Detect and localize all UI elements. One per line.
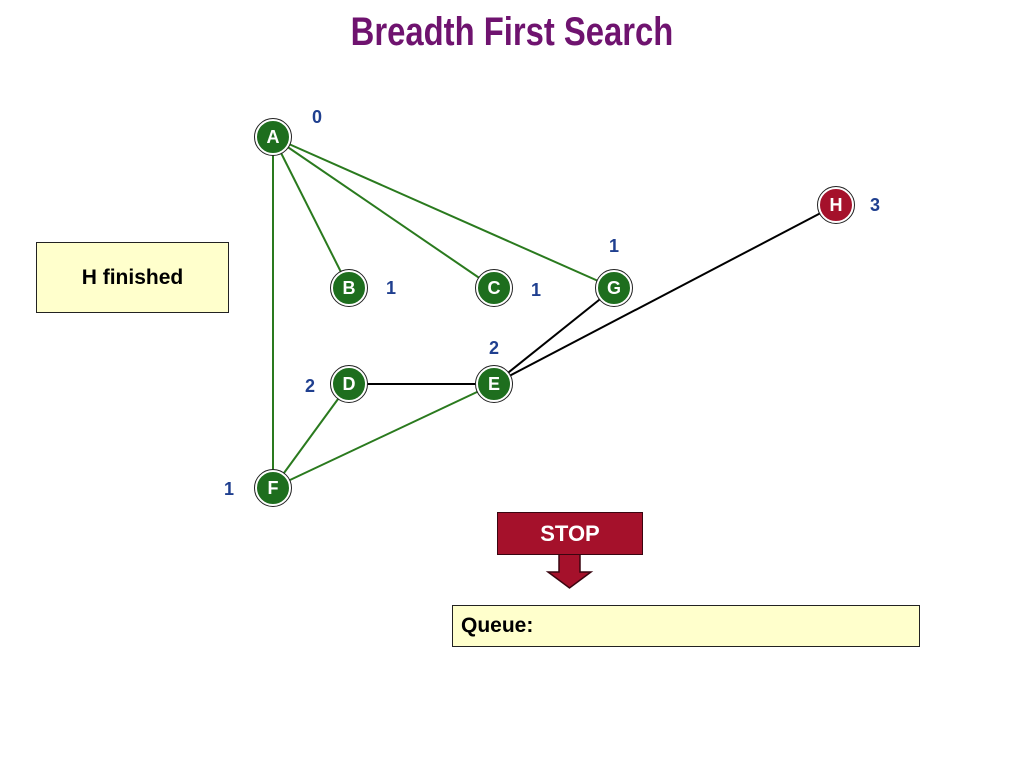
- stop-box: STOP: [497, 512, 643, 555]
- distance-label-e: 2: [489, 338, 499, 358]
- node-label: C: [488, 278, 501, 298]
- node-circle: [818, 187, 854, 223]
- nodes-layer: A B C G H D E F: [254, 118, 855, 507]
- edge-f-e: [272, 383, 495, 489]
- edges-layer: [272, 136, 837, 489]
- node-h: H: [817, 186, 855, 224]
- node-circle: [596, 270, 632, 306]
- edge-a-b: [272, 136, 350, 289]
- node-outline: [595, 269, 633, 307]
- edge-f-d: [272, 383, 350, 489]
- page-title: Breadth First Search: [350, 10, 674, 54]
- distance-label-b: 1: [386, 278, 396, 298]
- node-g: G: [595, 269, 633, 307]
- node-c: C: [475, 269, 513, 307]
- node-outline: [817, 186, 855, 224]
- queue-box: Queue:: [452, 605, 920, 647]
- node-label: F: [268, 478, 279, 498]
- edge-g-e: [493, 287, 615, 385]
- down-arrow-icon: [545, 552, 594, 589]
- node-circle: [331, 366, 367, 402]
- node-circle: [255, 470, 291, 506]
- node-label: H: [830, 195, 843, 215]
- edge-e-h: [493, 204, 837, 385]
- node-label: D: [343, 374, 356, 394]
- node-f: F: [254, 469, 292, 507]
- node-label: G: [607, 278, 621, 298]
- edge-a-g: [272, 136, 615, 289]
- distance-label-c: 1: [531, 280, 541, 300]
- node-a: A: [254, 118, 292, 156]
- node-e: E: [475, 365, 513, 403]
- edge-a-c: [272, 136, 495, 289]
- node-b: B: [330, 269, 368, 307]
- distance-labels-layer: 0 1 1 1 3 2 2 1: [224, 107, 880, 499]
- status-box: H finished: [36, 242, 229, 313]
- node-label: A: [267, 127, 280, 147]
- node-outline: [254, 118, 292, 156]
- node-circle: [331, 270, 367, 306]
- stop-label: STOP: [540, 520, 600, 546]
- node-outline: [475, 365, 513, 403]
- node-outline: [330, 365, 368, 403]
- node-outline: [254, 469, 292, 507]
- node-circle: [255, 119, 291, 155]
- node-circle: [476, 366, 512, 402]
- node-label: B: [343, 278, 356, 298]
- distance-label-f: 1: [224, 479, 234, 499]
- status-text: H finished: [81, 265, 184, 289]
- distance-label-d: 2: [305, 376, 315, 396]
- queue-label: Queue:: [461, 614, 534, 637]
- node-outline: [330, 269, 368, 307]
- node-d: D: [330, 365, 368, 403]
- distance-label-h: 3: [870, 195, 880, 215]
- distance-label-g: 1: [609, 236, 619, 256]
- node-circle: [476, 270, 512, 306]
- node-label: E: [488, 374, 500, 394]
- node-outline: [475, 269, 513, 307]
- distance-label-a: 0: [312, 107, 322, 127]
